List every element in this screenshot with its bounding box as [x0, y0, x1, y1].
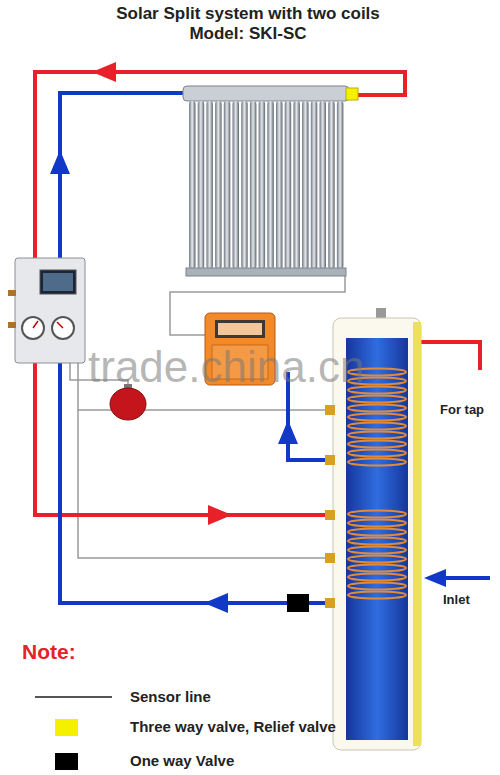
outlet-label: For tap — [440, 402, 484, 417]
note-heading: Note: — [22, 640, 76, 664]
legend-line-sample — [35, 696, 112, 698]
legend-text: Three way valve, Relief valve — [130, 718, 336, 735]
legend-text: One way Valve — [130, 752, 234, 769]
legend-swatch — [55, 753, 78, 770]
watermark: trade.china.cn — [88, 342, 364, 392]
legend-text: Sensor line — [130, 688, 211, 705]
diagram-title: Solar Split system with two coils — [0, 4, 496, 24]
model-label: Model: SKI-SC — [0, 24, 496, 44]
inlet-label: Inlet — [443, 592, 470, 607]
legend-swatch — [55, 719, 78, 736]
